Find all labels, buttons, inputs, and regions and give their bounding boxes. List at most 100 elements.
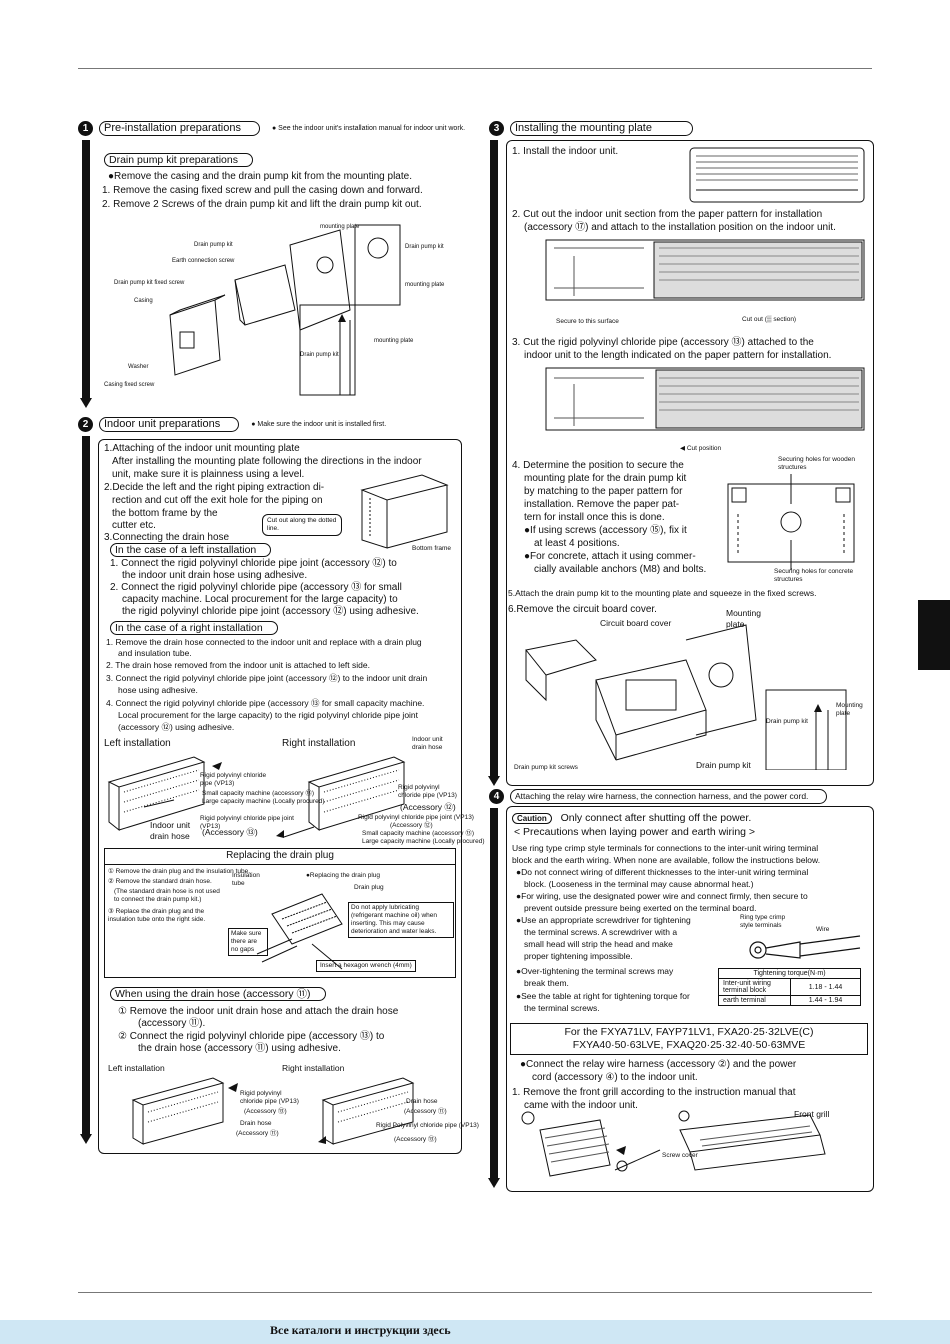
side-tab <box>918 600 950 670</box>
mounting-step-6: 6.Remove the circuit board cover. <box>508 604 657 615</box>
footer-rule <box>78 1292 872 1293</box>
ring-terminals-label: Ring type crimp style terminals <box>740 914 786 929</box>
left-line-4: capacity machine. Local procurement for … <box>122 594 398 605</box>
drain-kit-title: Drain pump kit preparations <box>104 153 253 167</box>
caution-badge: Caution <box>512 813 552 824</box>
left-installation-title: In the case of a left installation <box>110 543 272 557</box>
acc-acc11-right: (Accessory ⑪) <box>404 1108 447 1115</box>
section-note: ● See the indoor unit's installation man… <box>271 125 466 132</box>
indoor-unit-figure <box>689 147 865 203</box>
drain-hose-accessory-title: When using the drain hose (accessory ⑪) <box>110 987 326 1001</box>
right-line-5: hose using adhesive. <box>118 685 198 695</box>
right-line-8: (accessory ⑫) using adhesive. <box>118 722 235 732</box>
drain-pump-kit-right-label: Drain pump kit <box>405 244 444 250</box>
acc-acc13-right: (Accessory ⑬) <box>394 1136 437 1143</box>
small-capacity-label: Small capacity machine (accessory ⑬) <box>202 790 314 797</box>
wiring-line-2: block and the earth wiring. When none ar… <box>512 855 821 865</box>
right-line-2: and insulation tube. <box>118 648 192 658</box>
acc12-label: (Accessory ⑫) <box>400 802 456 812</box>
acc-right-installation: Right installation <box>282 1063 345 1073</box>
mounting-step-4-line-9: cially available anchors (M8) and bolts. <box>534 564 707 575</box>
drain-pump-kit-label: Drain pump kit <box>766 718 808 725</box>
drain-pump-kit-figure: mounting plate Drain pump kit Earth conn… <box>104 224 445 396</box>
indoor-prep-line-6: the bottom frame by the <box>112 508 218 519</box>
torque-table: Tightening torque(N·m) Inter-unit wiring… <box>718 968 861 1006</box>
flow-arrow <box>80 398 92 408</box>
models-box: For the FXYA71LV, FAYP71LV1, FXA20·25·32… <box>510 1023 868 1055</box>
indoor-prep-line-3: unit, make sure it is plainness using a … <box>112 469 305 480</box>
wiring-line-1: Use ring type crimp style terminals for … <box>512 843 819 853</box>
section-title: Installing the mounting plate <box>510 121 693 136</box>
small-capacity-right: Small capacity machine (accessory ⑬) <box>362 830 474 837</box>
left-line-3: 2. Connect the rigid polyvinyl chloride … <box>110 582 402 593</box>
paper-pattern-figure <box>545 239 865 301</box>
acc12-right-label: (Accessory ⑫) <box>390 822 433 829</box>
mounting-step-4-line-4: installation. Remove the paper pat- <box>524 499 680 510</box>
torque-row-value: 1.18 - 1.44 <box>790 978 861 996</box>
remove-line-1: 1. Remove the front grill according to t… <box>512 1087 796 1098</box>
drain-plug-figure <box>256 893 343 970</box>
footer-link[interactable]: Все каталоги и инструкции здесь <box>270 1323 451 1337</box>
mounting-step-4-line-1: 4. Determine the position to secure the <box>512 460 684 471</box>
casing-fixed-screw-label: Casing fixed screw <box>104 382 155 388</box>
large-capacity-label: Large capacity machine (Locally procured… <box>202 798 325 805</box>
section-title: Pre-installation preparations <box>99 121 260 136</box>
front-grill-label: Front grill <box>794 1109 830 1119</box>
fixed-screw-label: Drain pump kit fixed screw <box>114 280 185 286</box>
section-note: ● Make sure the indoor unit is installed… <box>251 421 387 428</box>
ring-terminal-figure <box>749 935 861 959</box>
mounting-step-4-line-8: ●For concrete, attach it using commer- <box>524 551 696 562</box>
mounting-step-2a: 2. Cut out the indoor unit section from … <box>512 209 823 220</box>
wiring-line-3: ●Do not connect wiring of different thic… <box>516 867 809 877</box>
section-4-heading: 4 Attaching the relay wire harness, the … <box>489 789 828 804</box>
earth-screw-label: Earth connection screw <box>172 258 235 264</box>
acc-drain-hose-label: Drain hose <box>240 1120 272 1127</box>
drain-pump-kit-label: Drain pump kit <box>194 242 233 248</box>
wire-label: Wire <box>816 926 830 933</box>
drain-kit-line-3: 2. Remove 2 Screws of the drain pump kit… <box>102 199 422 210</box>
drain-hose-figures <box>131 1077 415 1145</box>
right-installation-title: In the case of a right installation <box>110 621 278 635</box>
drain-hose-line-4: the drain hose (accessory ⑪) using adhes… <box>138 1043 341 1054</box>
right-line-1: 1. Remove the drain hose connected to th… <box>106 637 422 647</box>
caution-text: Only connect after shutting off the powe… <box>560 812 752 824</box>
drain-pump-kit-screws-label: Drain pump kit screws <box>514 764 578 771</box>
flow-arrow <box>488 1178 500 1188</box>
indoor-drain-hose-label: Indoor unit drain hose <box>412 736 443 751</box>
wiring-line-12: break them. <box>524 978 569 988</box>
bottom-frame-label: Bottom frame <box>412 545 452 552</box>
right-installation-label: Right installation <box>282 738 356 749</box>
insulation-tube-label: Insulation tube <box>232 872 260 887</box>
wiring-line-5: ●For wiring, use the designated power wi… <box>516 891 808 901</box>
large-capacity-right: Large capacity machine (Locally procured… <box>362 838 485 845</box>
connect-line-1: ●Connect the relay wire harness (accesso… <box>520 1059 797 1070</box>
drain-plug-step-2: ② Remove the standard drain hose. <box>108 878 212 885</box>
torque-row-name: earth terminal <box>718 995 791 1006</box>
screw-cover-label: Screw cover <box>662 1152 698 1159</box>
right-line-4: 3. Connect the rigid polyvinyl chloride … <box>106 673 428 683</box>
acc-rigid-pipe-right: Rigid Polyvinyl chloride pipe (VP13) <box>376 1122 479 1129</box>
drain-hose-line-3: ② Connect the rigid polyvinyl chloride p… <box>118 1031 385 1042</box>
flow-bar <box>82 436 90 1136</box>
flow-bar <box>490 140 498 778</box>
mounting-step-2b: (accessory ⑰) and attach to the installa… <box>524 222 836 233</box>
pipe-joint-right-label: Rigid polyvinyl chloride pipe joint (VP1… <box>358 814 474 821</box>
mounting-plate-label: Mounting plate <box>726 608 761 629</box>
section-2-heading: 2 Indoor unit preparations ● Make sure t… <box>78 417 386 432</box>
wiring-line-8: the terminal screws. A screwdriver with … <box>524 927 678 937</box>
mounting-plate-right-label: mounting plate <box>405 282 445 288</box>
rigid-pipe-right-label: Rigid polyvinyl chloride pipe (VP13) <box>398 784 457 799</box>
section-3-heading: 3 Installing the mounting plate <box>489 121 693 136</box>
mounting-step-4-line-2: mounting plate for the drain pump kit <box>524 473 687 484</box>
acc-left-installation: Left installation <box>108 1063 165 1073</box>
section-number: 1 <box>78 121 93 136</box>
right-line-6: 4. Connect the rigid polyvinyl chloride … <box>106 698 425 708</box>
mounting-step-1: 1. Install the indoor unit. <box>512 146 619 157</box>
indoor-prep-line-8: 3.Connecting the drain hose <box>104 532 230 543</box>
lubricant-warning: Do not apply lubricating (refrigerant ma… <box>348 902 454 938</box>
indoor-prep-line-7: cutter etc. <box>112 520 156 531</box>
mounting-step-4-line-5: tern for install once this is done. <box>524 512 665 523</box>
connect-line-2: cord (accessory ④) to the indoor unit. <box>532 1072 698 1083</box>
indoor-prep-line-2: After installing the mounting plate foll… <box>112 456 422 467</box>
drain-plug-step-3: (The standard drain hose is not used to … <box>114 888 220 903</box>
